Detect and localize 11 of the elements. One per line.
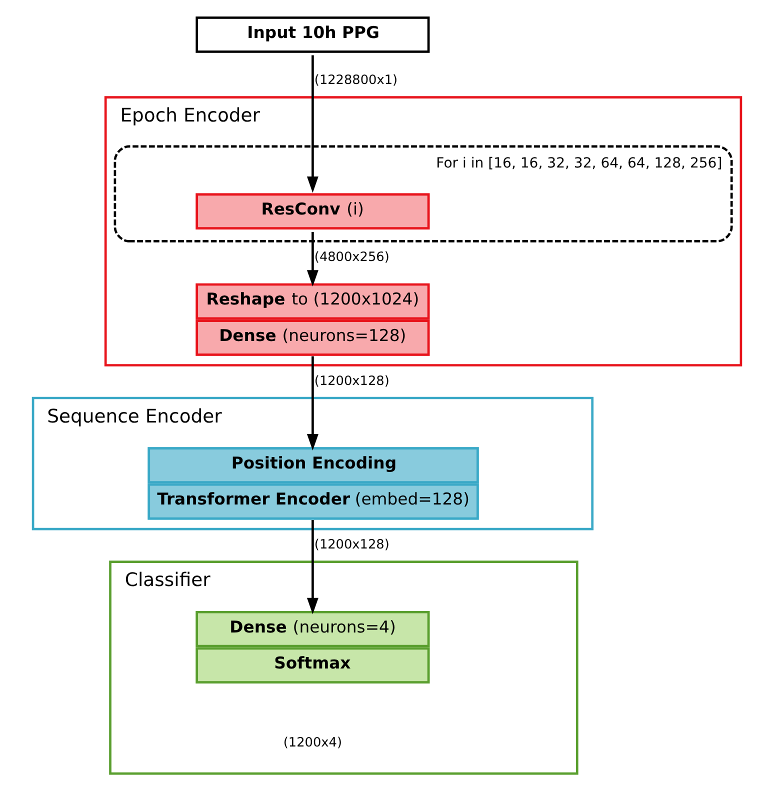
arrow bbox=[306, 55, 318, 193]
cluster bbox=[113, 145, 732, 242]
edge-label: (1228800x1) bbox=[314, 73, 398, 88]
arrow bbox=[306, 356, 318, 450]
arrow bbox=[306, 520, 318, 614]
edge-label: (1200x128) bbox=[314, 538, 389, 553]
label: (1200x4) bbox=[282, 735, 342, 750]
edge-label: (4800x256) bbox=[314, 250, 389, 265]
edge-label: (1200x128) bbox=[314, 374, 389, 389]
node-label: For i in [16, 16, 32, 32, 64, 64, 128, 256] bbox=[436, 156, 722, 172]
arrow bbox=[306, 232, 318, 287]
